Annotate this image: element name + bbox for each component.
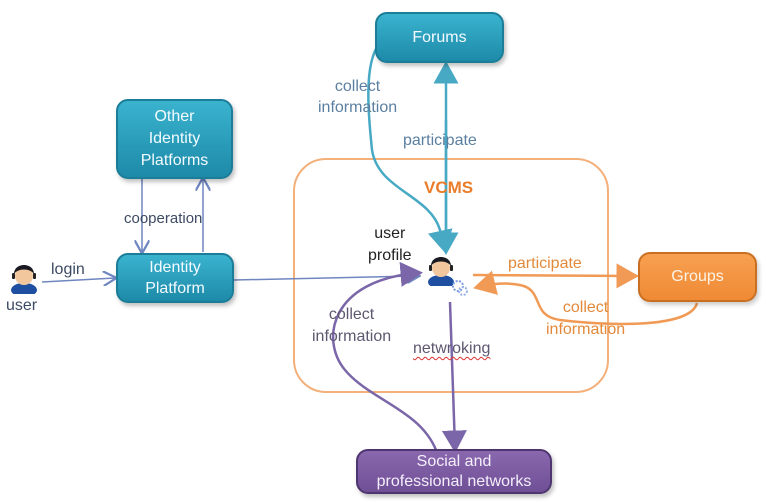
identity-platform-node[interactable]: Identity Platform: [116, 253, 234, 303]
forums-collect-arrow: [367, 35, 453, 253]
login-label: login: [51, 261, 85, 278]
other-identity-line-1: Other: [154, 108, 195, 125]
identity-platform-line-1: Identity: [149, 259, 201, 276]
other-identity-line-3: Platforms: [140, 152, 209, 169]
social-networks-line-1: Social and: [416, 452, 492, 470]
social-collect-arrow: [331, 261, 438, 451]
social-networks-line-2: professional networks: [376, 472, 532, 490]
groups-collect-line-2: information: [546, 321, 626, 338]
login-arrow: [41, 278, 115, 282]
user-label: user: [6, 297, 38, 314]
social-collect-label: collect information: [312, 304, 391, 348]
social-networks-node[interactable]: Social and professional networks: [356, 449, 552, 494]
groups-collect-line-1: collect: [562, 299, 609, 316]
social-collect-line-1: collect: [328, 306, 375, 323]
forums-collect-line-2: information: [318, 99, 398, 116]
social-collect-line-2: information: [312, 328, 392, 345]
user-profile-label: user profile: [368, 223, 412, 267]
vcms-title: VCMS: [424, 178, 474, 197]
identity-to-profile-arrow: [233, 276, 418, 280]
other-identity-platforms-node[interactable]: Other Identity Platforms: [116, 99, 233, 179]
groups-participate-arrow: [472, 263, 639, 289]
groups-collect-label: collect information: [546, 297, 625, 341]
groups-collect-arrow: [473, 270, 699, 326]
user-profile-avatar-icon[interactable]: [425, 250, 457, 286]
groups-label: Groups: [671, 268, 724, 285]
forums-collect-label: collect information: [318, 76, 397, 118]
networking-arrow: [441, 301, 467, 453]
other-identity-line-2: Identity: [148, 130, 201, 147]
forums-node[interactable]: Forums: [375, 12, 504, 63]
forums-participate-label: participate: [403, 132, 477, 149]
identity-platform-line-2: Platform: [145, 280, 205, 297]
user-profile-line-2: profile: [368, 247, 412, 264]
user-avatar-icon[interactable]: [8, 258, 40, 294]
gear-cluster-icon: [452, 280, 468, 296]
cooperation-label: cooperation: [124, 210, 203, 227]
user-profile-line-1: user: [374, 225, 406, 242]
forums-label: Forums: [412, 28, 467, 46]
groups-participate-label: participate: [508, 255, 582, 272]
networking-label: netwroking: [413, 340, 491, 357]
forums-collect-line-1: collect: [334, 78, 381, 95]
groups-node[interactable]: Groups: [638, 252, 757, 302]
